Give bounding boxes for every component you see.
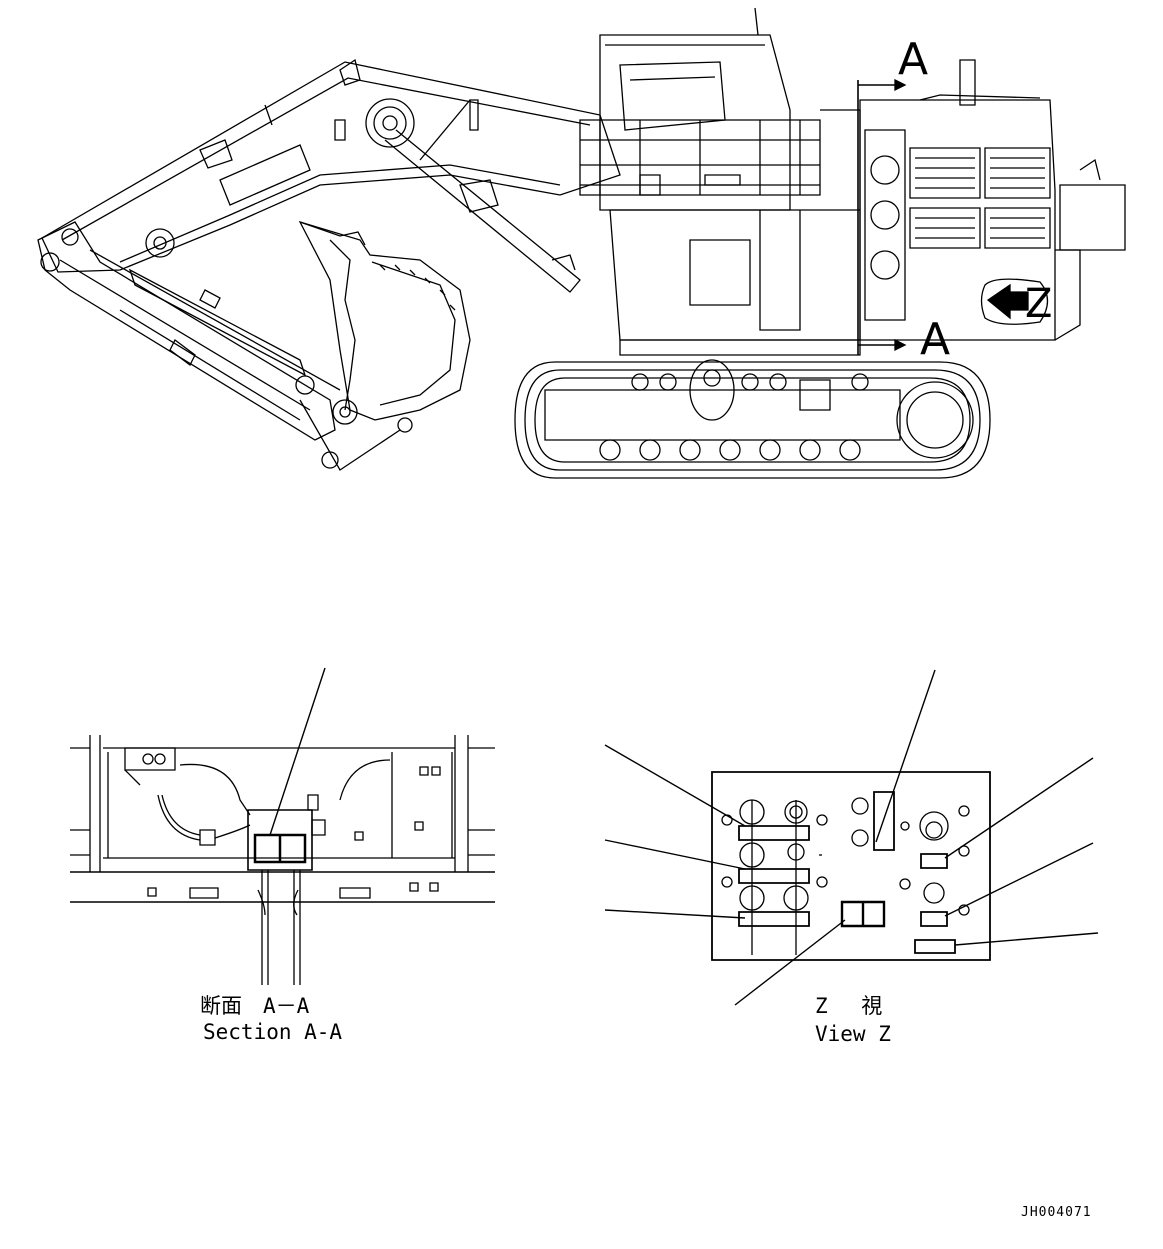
z-label-3	[739, 912, 809, 926]
z-leader-4	[735, 920, 845, 1005]
z-label-8	[915, 940, 955, 953]
section-marker-top: A	[898, 34, 929, 85]
section-caption-en: Section A-A	[203, 1020, 343, 1044]
arm	[38, 222, 400, 470]
section-line-a	[858, 80, 905, 355]
section-leader-line	[270, 668, 325, 835]
view-z-arrow	[988, 285, 1028, 318]
bucket	[300, 222, 470, 432]
z-leader-5	[876, 670, 935, 842]
view-z-caption-jp: Z 視	[815, 994, 883, 1018]
z-leader-2	[605, 840, 745, 869]
z-label-6	[921, 854, 947, 868]
section-marker-bottom: A	[920, 314, 951, 365]
z-leader-3	[605, 910, 745, 918]
z-leader-8	[955, 933, 1098, 945]
z-leader-6	[945, 758, 1093, 858]
z-label-7	[921, 912, 947, 926]
view-marker-z: Z	[1025, 281, 1053, 327]
crawler-track	[515, 360, 990, 478]
z-label-2	[739, 869, 809, 883]
z-leader-7	[945, 843, 1093, 916]
z-label-5	[874, 792, 894, 850]
boom	[42, 60, 620, 292]
view-z-caption-en: View Z	[815, 1022, 891, 1046]
z-label-1	[739, 826, 809, 840]
section-caption-jp: 断面 A－A	[200, 994, 310, 1018]
drawing-code: JH004071	[1021, 1205, 1092, 1220]
engine-housing	[860, 60, 1125, 340]
z-leader-1	[605, 745, 745, 826]
